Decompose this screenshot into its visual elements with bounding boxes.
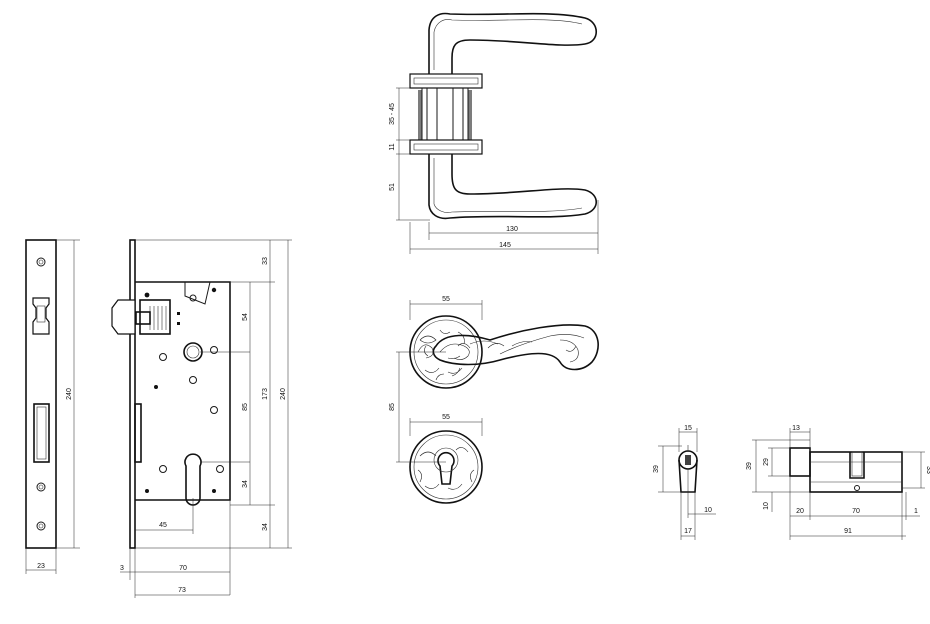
dim-lock-cyl-height: 34 bbox=[242, 480, 249, 488]
dim-center-distance-front: 85 bbox=[389, 403, 396, 411]
dim-lock-handle-to-top: 54 bbox=[242, 313, 249, 321]
lock-body-view: 33 54 85 34 173 34 240 45 3 70 73 bbox=[111, 239, 292, 598]
dim-handle-length: 145 bbox=[499, 242, 511, 249]
dim-cyl-side-height: 39 bbox=[653, 465, 660, 473]
dim-rose-depth: 35 - 45 bbox=[389, 103, 396, 125]
cylinder-front-view: 13 39 29 10 33 20 70 1 91 bbox=[746, 425, 930, 540]
cylinder-knob bbox=[789, 447, 811, 477]
dim-cyl-side-bottom: 17 bbox=[684, 528, 692, 535]
dim-lock-total-height: 240 bbox=[280, 388, 287, 400]
dim-cyl-front-top: 13 bbox=[792, 425, 800, 432]
dim-cyl-side-top: 15 bbox=[684, 425, 692, 432]
dim-cyl-front-cam-height: 29 bbox=[763, 458, 770, 466]
dim-cyl-front-right-length: 70 bbox=[852, 508, 860, 515]
lock-faceplate-edge bbox=[129, 239, 136, 549]
deadbolt-opening bbox=[33, 403, 50, 463]
latch-bolt bbox=[111, 299, 136, 335]
dim-lock-top-offset: 33 bbox=[262, 257, 269, 265]
lever-front-outline bbox=[432, 324, 599, 371]
dim-cyl-side-cam: 10 bbox=[704, 507, 712, 514]
lever-handle-side-view: 35 - 45 11 51 130 145 bbox=[389, 12, 599, 254]
escutcheon bbox=[409, 430, 483, 504]
keyhole bbox=[437, 451, 455, 485]
latch-opening bbox=[32, 297, 50, 335]
lever-handle-front-view: 55 85 55 bbox=[389, 296, 599, 504]
dim-rose-width: 55 bbox=[442, 296, 450, 303]
rose-bottom bbox=[409, 139, 483, 155]
dim-cyl-front-right-height: 33 bbox=[925, 466, 930, 474]
dim-handle-height: 51 bbox=[389, 183, 396, 191]
dim-cyl-front-cam-offset: 10 bbox=[763, 502, 770, 510]
dim-handle-reach: 130 bbox=[506, 226, 518, 233]
faceplate bbox=[25, 239, 57, 549]
dim-lock-body-width: 70 bbox=[179, 565, 187, 572]
dim-lock-handle-height: 173 bbox=[262, 388, 269, 400]
dim-faceplate-width: 23 bbox=[37, 563, 45, 570]
cylinder-hole bbox=[184, 453, 202, 506]
cylinder-cam bbox=[849, 452, 865, 479]
rose-top bbox=[409, 73, 483, 89]
dim-cyl-front-right-end: 1 bbox=[914, 508, 918, 515]
dim-faceplate-height: 240 bbox=[66, 388, 73, 400]
dim-cyl-front-left-length: 20 bbox=[796, 508, 804, 515]
dim-lock-backset: 45 bbox=[159, 522, 167, 529]
cylinder-side-view: 15 39 10 17 bbox=[653, 425, 716, 540]
dim-lock-total-width: 73 bbox=[178, 587, 186, 594]
dim-lock-bottom-offset: 34 bbox=[262, 523, 269, 531]
dim-cyl-front-height: 39 bbox=[746, 462, 753, 470]
dim-cyl-front-total-length: 91 bbox=[844, 528, 852, 535]
lever-bottom-outline bbox=[428, 154, 598, 220]
dim-lock-plate: 3 bbox=[120, 565, 124, 572]
dim-rose-thickness: 11 bbox=[389, 143, 396, 150]
faceplate-view: 240 23 bbox=[25, 239, 80, 574]
dim-escutcheon-width: 55 bbox=[442, 414, 450, 421]
lever-top-outline bbox=[428, 12, 598, 74]
dim-lock-center-distance: 85 bbox=[242, 403, 249, 411]
deadbolt bbox=[134, 403, 142, 463]
